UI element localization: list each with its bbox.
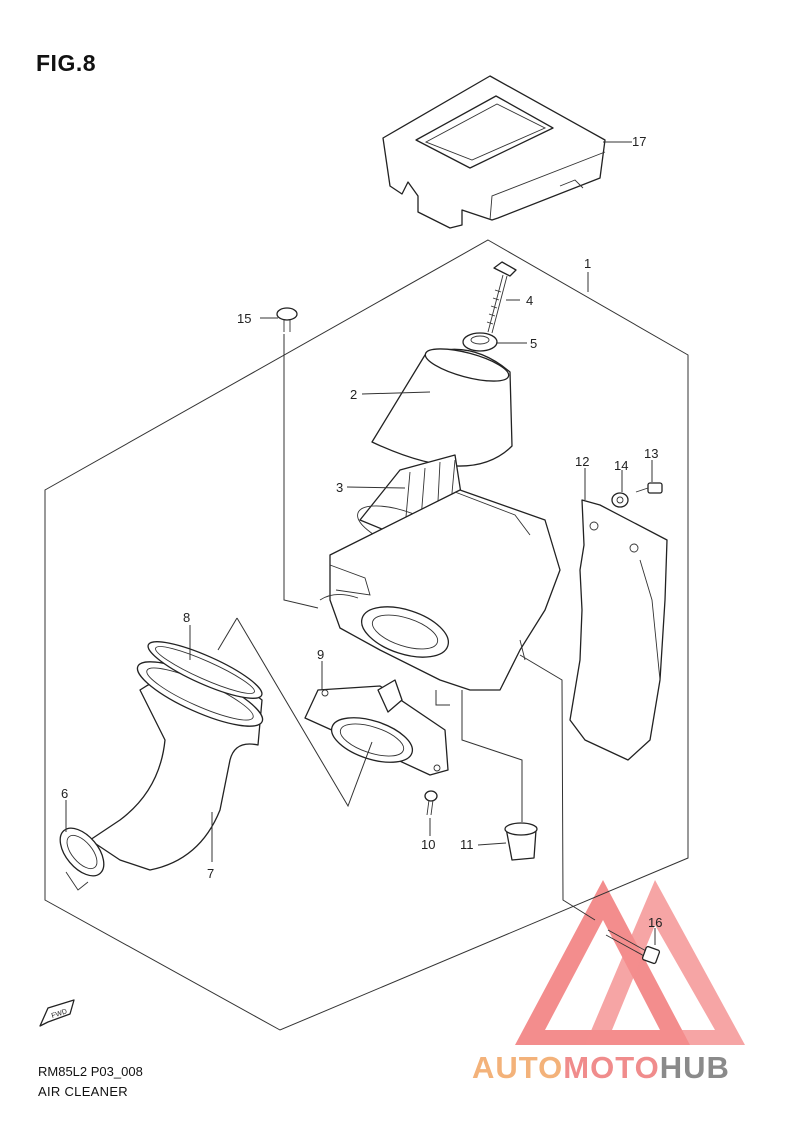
bolt-part-16: [605, 929, 661, 965]
part-label-11: 11: [460, 837, 474, 852]
part-label-8: 8: [183, 610, 190, 625]
forward-direction-arrow-icon: FWD: [39, 999, 75, 1027]
assembly-outline: [44, 239, 689, 1031]
part-label-15: 15: [237, 311, 251, 326]
part-label-9: 9: [317, 647, 324, 662]
part-label-16: 16: [648, 915, 662, 930]
part-label-5: 5: [530, 336, 537, 351]
part-label-14: 14: [614, 458, 628, 473]
part-number-labels: 17 1 4 5 15 2 3 12 14 13 8 9 6 10 11 7 1…: [61, 134, 662, 930]
part-label-6: 6: [61, 786, 68, 801]
leader-lines: [65, 141, 656, 945]
figure-caption: AIR CLEANER: [38, 1084, 128, 1099]
wing-bolt-part-4: [486, 261, 517, 334]
intake-hose-part-7: [89, 661, 264, 871]
part-label-12: 12: [575, 454, 589, 469]
part-label-7: 7: [207, 866, 214, 881]
grommet-part-11: [504, 822, 538, 861]
watermark-part-moto: MOTO: [563, 1050, 660, 1085]
part-label-3: 3: [336, 480, 343, 495]
hose-clamp-part-6: [59, 827, 105, 891]
cover-part-17: [382, 75, 606, 229]
part-label-17: 17: [632, 134, 646, 149]
part-label-4: 4: [526, 293, 533, 308]
intake-joint-part-9: [304, 679, 449, 776]
clamp-ring-part-8: [147, 641, 263, 699]
watermark-part-hub: HUB: [659, 1050, 730, 1085]
part-label-2: 2: [350, 387, 357, 402]
guard-plate-part-12: [569, 499, 668, 761]
bolt-part-13: [635, 482, 663, 494]
fwd-label: FWD: [51, 1008, 68, 1020]
figure-title: FIG.8: [36, 50, 97, 76]
collar-part-14: [611, 492, 629, 508]
part-label-1: 1: [584, 256, 591, 271]
watermark-text: AUTOMOTOHUB: [472, 1050, 730, 1086]
screw-part-15: [276, 307, 298, 332]
drawing-code: RM85L2 P03_008: [38, 1064, 143, 1079]
part-label-13: 13: [644, 446, 658, 461]
part-label-10: 10: [421, 837, 435, 852]
washer-part-5: [462, 332, 498, 352]
screw-part-10: [424, 790, 438, 816]
watermark-logo-triangles: [515, 880, 745, 1045]
filter-element-part-2: [371, 348, 513, 467]
air-box-housing: [319, 489, 561, 691]
watermark-part-auto: AUTO: [472, 1050, 564, 1085]
